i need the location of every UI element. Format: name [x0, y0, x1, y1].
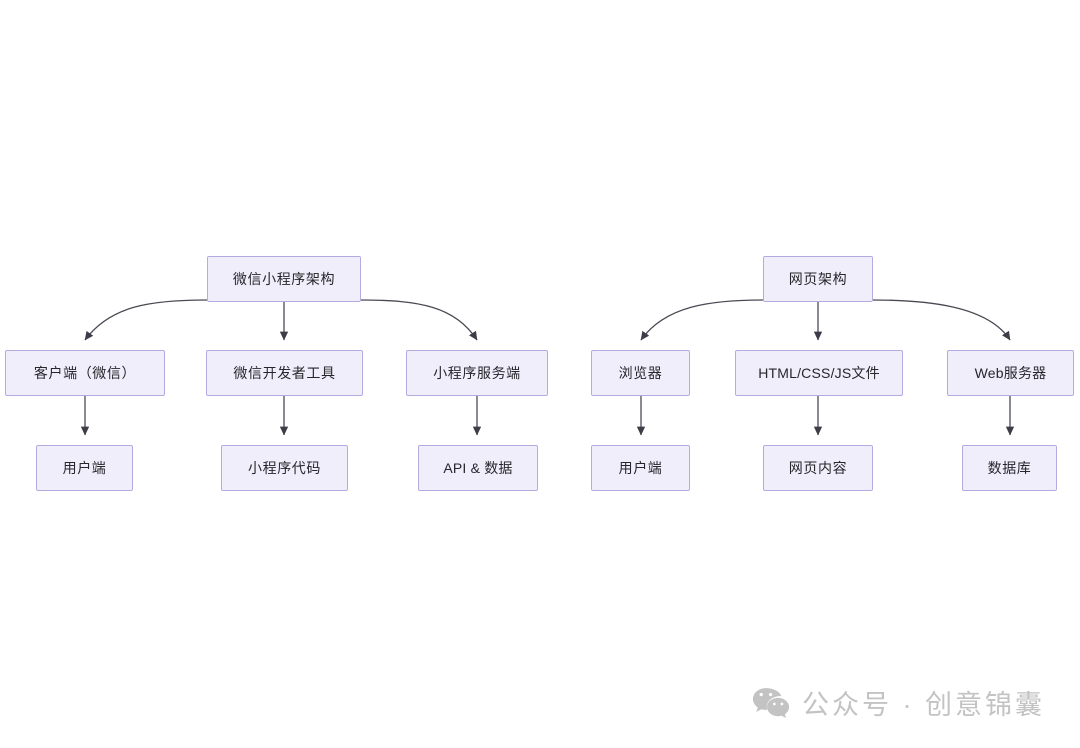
edge-root-left-to-mpserver	[360, 299, 478, 341]
node-browser[interactable]: 浏览器	[591, 350, 690, 396]
node-html-css-js-files[interactable]: HTML/CSS/JS文件	[735, 350, 903, 396]
node-web-architecture[interactable]: 网页架构	[763, 256, 873, 302]
edge-root-right-to-browser	[640, 299, 764, 341]
node-client-wechat[interactable]: 客户端（微信）	[5, 350, 165, 396]
node-wechat-devtool[interactable]: 微信开发者工具	[206, 350, 363, 396]
node-web-content[interactable]: 网页内容	[763, 445, 873, 491]
watermark-text: 公众号 · 创意锦囊	[802, 690, 1045, 720]
edge-root-left-to-client	[84, 299, 208, 341]
node-user-client-right[interactable]: 用户端	[591, 445, 690, 491]
node-web-server[interactable]: Web服务器	[947, 350, 1074, 396]
node-wechat-miniprogram-architecture[interactable]: 微信小程序架构	[207, 256, 361, 302]
watermark: 公众号 · 创意锦囊	[752, 683, 1045, 722]
wechat-icon	[752, 687, 790, 718]
node-user-client-left[interactable]: 用户端	[36, 445, 133, 491]
node-miniprogram-server[interactable]: 小程序服务端	[406, 350, 548, 396]
node-database[interactable]: 数据库	[962, 445, 1057, 491]
edge-root-right-to-webserver	[872, 299, 1011, 341]
node-api-and-data[interactable]: API & 数据	[418, 445, 538, 491]
node-miniprogram-code[interactable]: 小程序代码	[221, 445, 348, 491]
